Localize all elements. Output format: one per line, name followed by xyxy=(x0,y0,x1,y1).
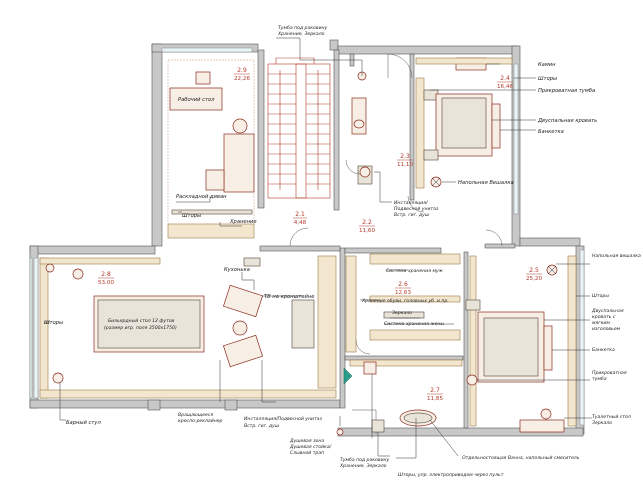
leader-lines xyxy=(44,37,592,459)
label-double-bed-24: Двуспальная кровать xyxy=(537,118,597,124)
room-number: 2.9 xyxy=(237,67,247,74)
recliner-1 xyxy=(222,284,264,318)
label-kitchenette: Кухонька xyxy=(224,267,250,273)
room-number: 2.5 xyxy=(529,267,539,274)
label-recliner: кресло-реклайнер xyxy=(178,418,223,424)
room-area: 22,26 xyxy=(234,76,250,82)
bench-24 xyxy=(491,103,501,149)
room-number: 2.6 xyxy=(398,281,408,288)
room-numbers: 2.9 22,26 2.4 16,46 2.3 11,10 2.1 4,48 2… xyxy=(98,67,542,402)
sink-vanity-23 xyxy=(351,97,367,135)
label-double-bed-25: мягким xyxy=(592,321,610,326)
label-sink-top: Тумба под раковину xyxy=(278,25,328,31)
room-2-9 xyxy=(167,59,255,239)
label-curtains-27: Шторы, упр. электроприводом через пульт xyxy=(398,472,504,478)
label-sofa-bed: Раскладной диван xyxy=(176,194,227,200)
label-storage-hats: Хранение обуви, головных уб. и пр. xyxy=(361,298,449,304)
label-billiard: (размер игр. поля 3500х1750) xyxy=(104,325,177,331)
windows xyxy=(29,47,585,426)
room-number: 2.7 xyxy=(430,387,440,394)
label-tv-bracket: ТВ на кронштейне xyxy=(264,294,315,300)
label-install-28: Встр. гиг. душ xyxy=(244,423,280,429)
label-install-28: Инсталляция/Подвесной унитаз xyxy=(244,416,322,422)
label-fireplace: Камин xyxy=(538,62,556,68)
label-shower: Слывной трап xyxy=(290,450,324,456)
storage-29 xyxy=(167,223,255,239)
side-table xyxy=(232,118,248,134)
work-table xyxy=(169,87,223,111)
room-2-3 xyxy=(345,53,413,185)
label-sink-bottom: Тумба под раковину xyxy=(340,457,390,463)
label-curtains-24: Шторы xyxy=(538,76,557,82)
label-install-22: Встр. гиг. душ xyxy=(394,212,430,218)
label-double-bed-25: Двуспальная xyxy=(591,308,624,314)
label-shower: Душевая стойка/ xyxy=(289,444,332,450)
room-number: 2.8 xyxy=(101,271,111,278)
label-install-22: Подвесной унитаз xyxy=(394,206,439,212)
label-curtains-28: Шторы xyxy=(44,320,63,326)
room-area: 4,48 xyxy=(294,220,307,226)
label-shower: Душевая зона xyxy=(289,438,324,444)
label-double-bed-25: кровать с xyxy=(592,315,616,320)
kitchenette xyxy=(243,257,261,267)
label-bath: Отдельностоящая Ванна, напольный смесите… xyxy=(462,455,580,461)
vanity-table xyxy=(519,419,565,433)
label-sink-top: Хранение, Зеркало xyxy=(277,31,325,37)
sofa-bed xyxy=(223,133,255,193)
label-curtains-25: Шторы xyxy=(592,293,609,299)
label-bench-25: Банкетка xyxy=(592,347,615,353)
label-mirror-26: Зеркало xyxy=(392,310,412,316)
bench-25 xyxy=(543,325,553,371)
label-install-22: Инсталляция/ xyxy=(394,200,428,206)
room-number: 2.3 xyxy=(400,153,410,160)
toilet-28 xyxy=(336,428,344,436)
room-area: 11,85 xyxy=(427,396,443,402)
label-curtains-29: Шторы xyxy=(182,213,201,219)
label-vanity: Туалетный стол xyxy=(592,414,631,420)
label-storage-29: Хранение xyxy=(229,219,257,225)
sink-vanity-27 xyxy=(371,419,385,433)
label-vanity: Зеркало xyxy=(592,420,612,426)
labels: Тумба под раковину Хранение, Зеркало Раб… xyxy=(44,25,641,478)
work-chair xyxy=(195,71,211,85)
room-2-6 xyxy=(345,253,461,355)
room-number: 2.4 xyxy=(500,75,510,82)
label-sink-bottom: Хранение, Зеркало xyxy=(339,463,387,469)
hall xyxy=(289,195,503,247)
label-bedside-24: Прикроватная тумба xyxy=(538,88,595,94)
label-bench-24: Банкетка xyxy=(538,129,564,135)
room-2-5 xyxy=(465,255,577,433)
bedside-25 xyxy=(466,374,478,386)
staircase xyxy=(267,57,331,199)
label-double-bed-25: изголовьем xyxy=(592,327,621,332)
shower-zone xyxy=(363,361,377,375)
label-hanger-25: Напольная вешалка xyxy=(592,253,641,259)
room-number: 2.1 xyxy=(295,211,305,218)
tv-stand xyxy=(291,299,315,349)
room-2-8 xyxy=(39,255,337,399)
label-ceiling-hanger-24: Напольная Вешалка xyxy=(458,180,514,186)
label-recliner: Вращающееся xyxy=(178,412,213,418)
room-area: 16,46 xyxy=(497,84,513,90)
bar-stool xyxy=(52,372,64,384)
room-area: 12,63 xyxy=(395,290,411,296)
label-storage-men: Система хранения муж xyxy=(386,268,444,274)
label-bedside-25: Прикроватная xyxy=(592,370,627,376)
room-area: 11,10 xyxy=(397,162,413,168)
room-2-4 xyxy=(415,57,513,189)
room-area: 25,20 xyxy=(526,276,542,282)
room-area: 11,60 xyxy=(359,228,375,234)
label-bar-chair: Барный стул xyxy=(66,420,101,426)
label-billiard: Бильярдный стол 12 футов xyxy=(108,318,175,324)
room-2-7 xyxy=(336,359,463,436)
room-number: 2.2 xyxy=(362,219,372,226)
room-area: 53,00 xyxy=(98,280,114,286)
label-bedside-25: тумба xyxy=(592,376,607,382)
label-work-table: Рабочий стол xyxy=(178,97,215,103)
label-storage-women: Система хранения жены xyxy=(384,321,444,327)
recliner-2 xyxy=(222,334,264,368)
